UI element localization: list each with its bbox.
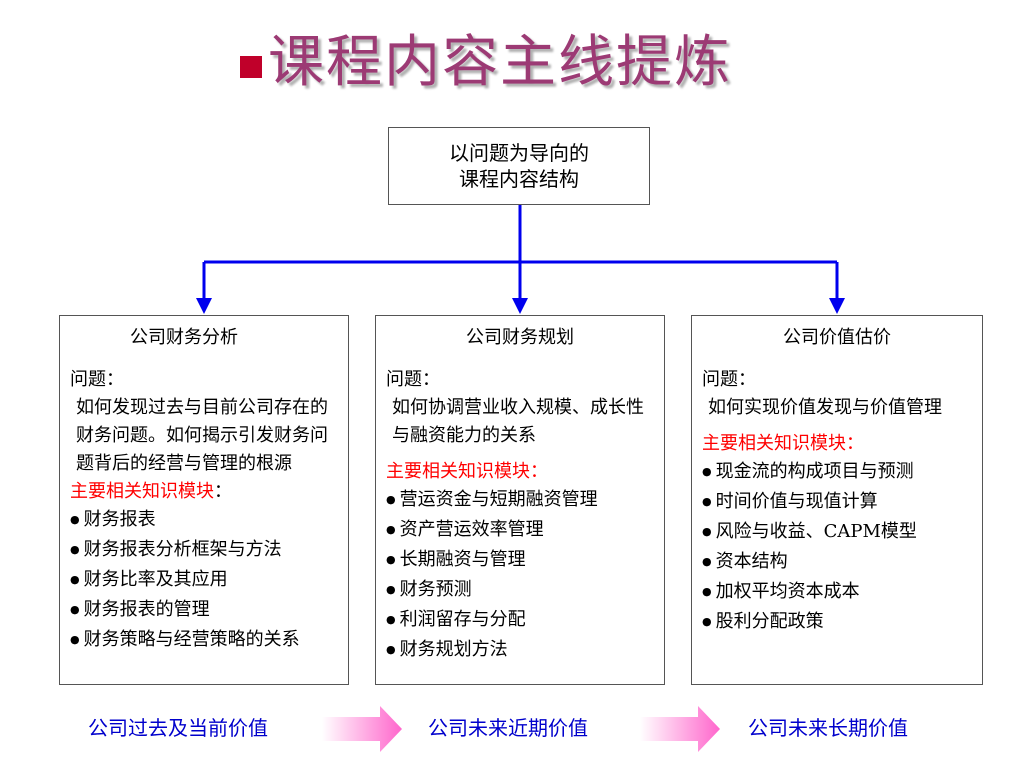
slide-title: 课程内容主线提炼 [268,30,732,95]
module-item: 营运资金与短期融资管理 [386,486,664,516]
root-line-2: 课程内容结构 [459,167,579,191]
modules-label-text: 主要相关知识模块： [386,461,548,482]
column-heading: 公司财务规划 [466,327,574,348]
modules-list: 现金流的构成项目与预测 时间价值与现值计算 风险与收益、CAPM模型 资本结构 … [692,458,982,638]
module-item: 财务报表分析框架与方法 [70,536,348,566]
module-item: 资本结构 [702,548,982,578]
modules-list: 营运资金与短期融资管理 资产营运效率管理 长期融资与管理 财务预测 利润留存与分… [376,486,664,666]
slide-title-group: 课程内容主线提炼 [240,28,732,98]
flow-label-past: 公司过去及当前价值 [88,716,268,740]
modules-label-colon: ： [214,481,232,502]
column-financial-planning: 公司财务规划 问题： 如何协调营业收入规模、成长性与融资能力的关系 主要相关知识… [375,315,665,685]
question-text: 如何发现过去与目前公司存在的财务问题。如何揭示引发财务问题背后的经营与管理的根源 [76,397,328,474]
column-financial-analysis: 公司财务分析 问题： 如何发现过去与目前公司存在的财务问题。如何揭示引发财务问题… [59,315,349,685]
module-item: 利润留存与分配 [386,606,664,636]
module-item: 财务策略与经营策略的关系 [70,626,348,656]
module-item: 加权平均资本成本 [702,578,982,608]
flow-arrow-icon [640,706,720,752]
arrowhead-left-icon [196,298,212,314]
column-value-valuation: 公司价值估价 问题： 如何实现价值发现与价值管理 主要相关知识模块： 现金流的构… [691,315,983,685]
modules-label-text: 主要相关知识模块 [70,481,214,502]
modules-label: 主要相关知识模块： [692,430,982,458]
question-text: 如何协调营业收入规模、成长性与融资能力的关系 [392,397,644,446]
module-item: 财务比率及其应用 [70,566,348,596]
modules-label: 主要相关知识模块： [60,478,348,506]
modules-label: 主要相关知识模块： [376,458,664,486]
arrowhead-right-icon [829,298,845,314]
question-label: 问题： [386,369,440,390]
module-item: 股利分配政策 [702,608,982,638]
root-line-1: 以问题为导向的 [449,141,589,165]
modules-label-text: 主要相关知识模块： [702,433,864,454]
module-item: 财务预测 [386,576,664,606]
flow-arrow-icon [322,706,402,752]
question-label: 问题： [70,369,124,390]
arrowhead-center-icon [512,298,528,314]
question-text: 如何实现价值发现与价值管理 [708,397,942,418]
column-heading: 公司价值估价 [783,327,891,348]
modules-list: 财务报表 财务报表分析框架与方法 财务比率及其应用 财务报表的管理 财务策略与经… [60,506,348,656]
question-label: 问题： [702,369,756,390]
module-item: 资产营运效率管理 [386,516,664,546]
root-node: 以问题为导向的 课程内容结构 [388,127,650,205]
module-item: 财务规划方法 [386,636,664,666]
module-item: 时间价值与现值计算 [702,488,982,518]
square-bullet-icon [240,56,262,78]
column-heading: 公司财务分析 [130,327,238,348]
module-item: 风险与收益、CAPM模型 [702,518,982,548]
module-item: 财务报表的管理 [70,596,348,626]
module-item: 长期融资与管理 [386,546,664,576]
flow-label-long-future: 公司未来长期价值 [748,716,908,740]
module-item: 财务报表 [70,506,348,536]
module-item: 现金流的构成项目与预测 [702,458,982,488]
flow-label-near-future: 公司未来近期价值 [428,716,588,740]
